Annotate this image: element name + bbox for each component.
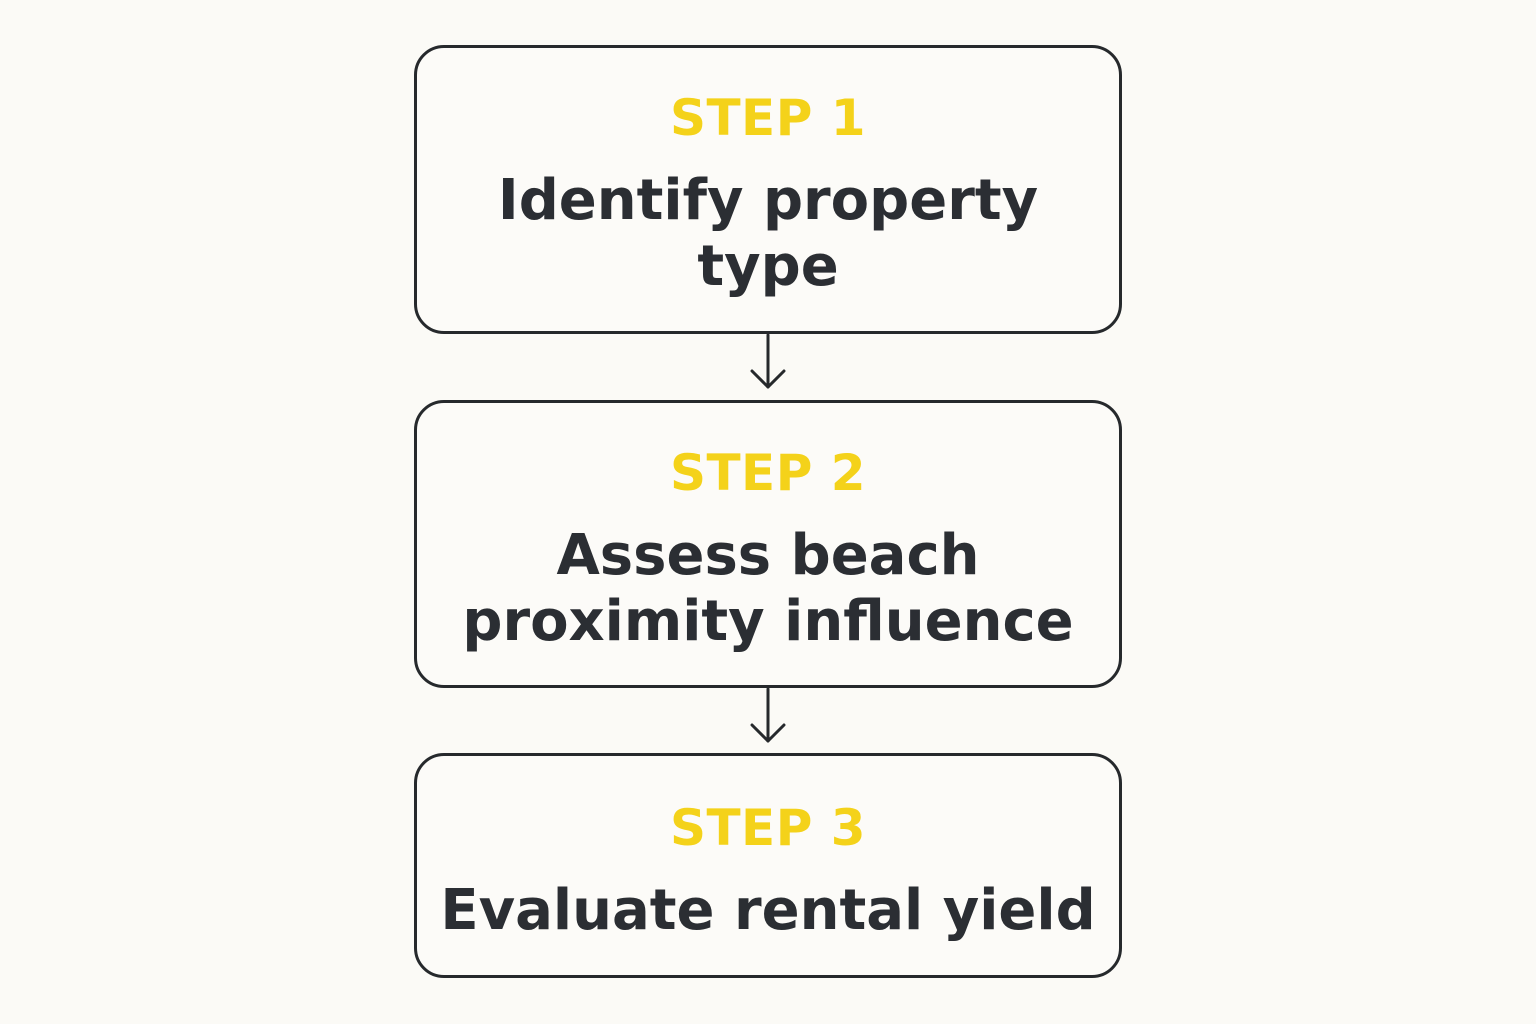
step-1-text: Identify property type <box>497 168 1039 299</box>
step-2-label: STEP 2 <box>669 444 867 502</box>
arrow-down-icon <box>750 333 786 389</box>
step-3-box: STEP 3 Evaluate rental yield <box>414 753 1122 978</box>
step-3-label: STEP 3 <box>669 799 867 857</box>
step-1-label: STEP 1 <box>669 89 867 147</box>
step-1-box: STEP 1 Identify property type <box>414 45 1122 334</box>
step-2-text: Assess beach proximity influence <box>462 523 1074 654</box>
step-3-text: Evaluate rental yield <box>440 878 1096 943</box>
step-2-box: STEP 2 Assess beach proximity influence <box>414 400 1122 688</box>
arrow-down-icon <box>750 687 786 743</box>
